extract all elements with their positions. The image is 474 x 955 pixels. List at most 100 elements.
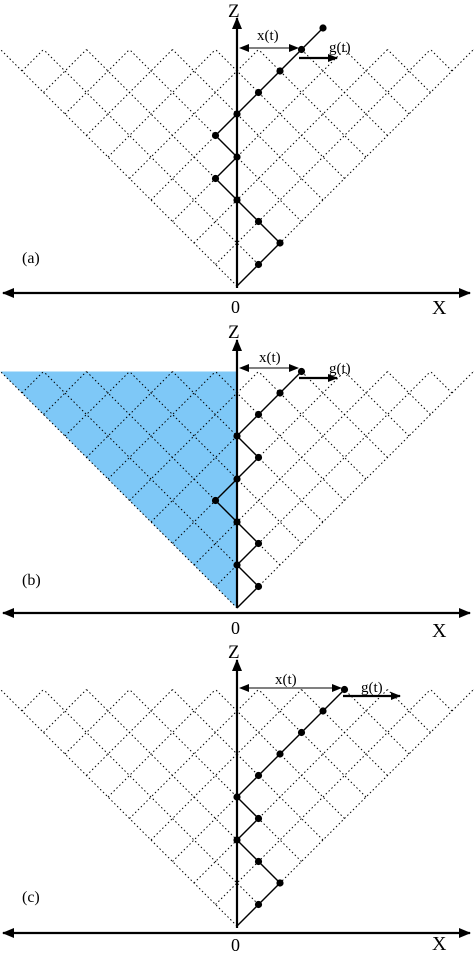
walk-point xyxy=(276,239,284,247)
grid-line xyxy=(430,49,453,72)
walk-point xyxy=(254,582,263,591)
walk-step xyxy=(236,199,259,222)
walk-point xyxy=(319,24,327,32)
z-axis-label: Z xyxy=(228,642,240,663)
walk-point xyxy=(233,561,241,569)
grid-line xyxy=(258,371,367,480)
grid-line xyxy=(430,689,453,712)
walk-point xyxy=(254,539,263,548)
grid-line xyxy=(215,689,431,905)
walk-point xyxy=(254,771,263,780)
grid-line xyxy=(86,371,281,566)
walk-step xyxy=(236,818,259,841)
walk-step xyxy=(258,392,281,415)
lattice-grid xyxy=(0,689,474,927)
grid-line xyxy=(86,689,281,884)
walk-step xyxy=(236,543,259,566)
random-walk-path xyxy=(211,24,327,287)
grid-line xyxy=(172,371,345,544)
grid-line xyxy=(129,689,302,862)
g-of-t-label: g(t) xyxy=(329,40,351,56)
x-axis-label: X xyxy=(432,297,447,319)
walk-point xyxy=(276,879,284,887)
shaded-left-light-cone xyxy=(0,371,237,608)
walk-step xyxy=(215,113,238,136)
grid-line xyxy=(86,371,173,458)
walk-step xyxy=(215,178,238,201)
walk-step xyxy=(236,775,259,798)
panel-a: Z X 0 (a) x(t) g(t) xyxy=(0,1,474,319)
grid-line xyxy=(301,49,388,136)
walk-point xyxy=(254,814,263,823)
grid-line xyxy=(172,371,324,523)
z-axis-label: Z xyxy=(228,322,240,343)
walk-step xyxy=(236,457,259,480)
walk-step xyxy=(236,586,259,609)
x-of-t-label: x(t) xyxy=(275,672,297,688)
grid-line xyxy=(21,689,44,712)
walk-step xyxy=(258,242,281,265)
origin-label: 0 xyxy=(231,618,240,638)
walk-step xyxy=(301,710,324,733)
panel-label: (c) xyxy=(22,889,40,906)
grid-line xyxy=(86,49,173,136)
grid-line xyxy=(129,371,302,544)
walk-point xyxy=(233,518,241,526)
walk-point xyxy=(276,67,284,75)
walk-step xyxy=(215,135,238,158)
walk-point xyxy=(254,217,263,226)
grid-line xyxy=(64,689,130,755)
walk-point xyxy=(319,707,327,715)
grid-line xyxy=(43,49,259,265)
walk-step xyxy=(236,564,259,587)
walk-point xyxy=(297,367,306,376)
shaded-region xyxy=(0,371,237,608)
walk-step xyxy=(258,861,281,884)
walk-step xyxy=(301,27,324,50)
panel-b: Z X 0 (b) x(t) g(t) xyxy=(0,322,474,642)
x-axis-label: X xyxy=(432,620,447,642)
walk-point xyxy=(254,900,263,909)
walk-point xyxy=(254,410,263,419)
grid-line xyxy=(193,49,388,244)
walk-point xyxy=(276,389,284,397)
grid-line xyxy=(64,49,130,115)
walk-point xyxy=(233,432,241,440)
grid-line xyxy=(344,371,410,437)
grid-line xyxy=(129,49,302,222)
walk-step xyxy=(258,70,281,93)
random-walk-path xyxy=(211,367,306,609)
z-axis-label: Z xyxy=(228,1,240,22)
grid-line xyxy=(430,371,453,394)
walk-point xyxy=(233,793,241,801)
walk-point xyxy=(211,174,220,183)
walk-point xyxy=(233,153,241,161)
random-walk-path xyxy=(233,685,349,927)
walk-step xyxy=(215,478,238,501)
x-axis-label: X xyxy=(432,933,447,955)
walk-point xyxy=(297,728,306,737)
walk-step xyxy=(215,156,238,179)
grid-line xyxy=(172,49,345,222)
walk-point xyxy=(233,196,241,204)
walk-point xyxy=(276,750,284,758)
walk-step xyxy=(258,753,281,776)
walk-step xyxy=(236,904,259,927)
walk-point xyxy=(233,475,241,483)
grid-line xyxy=(193,371,388,566)
grid-line xyxy=(43,689,259,905)
walk-step xyxy=(279,732,302,755)
walk-step xyxy=(279,49,302,72)
grid-line xyxy=(150,689,302,841)
grid-line xyxy=(21,371,44,394)
origin-label: 0 xyxy=(231,297,240,317)
walk-step xyxy=(236,414,259,437)
walk-step xyxy=(215,500,238,523)
walk-point xyxy=(254,453,263,462)
grid-line xyxy=(107,49,216,158)
panel-label: (a) xyxy=(22,250,40,267)
walk-step xyxy=(236,264,259,287)
walk-point xyxy=(211,131,220,140)
grid-line xyxy=(172,49,324,201)
